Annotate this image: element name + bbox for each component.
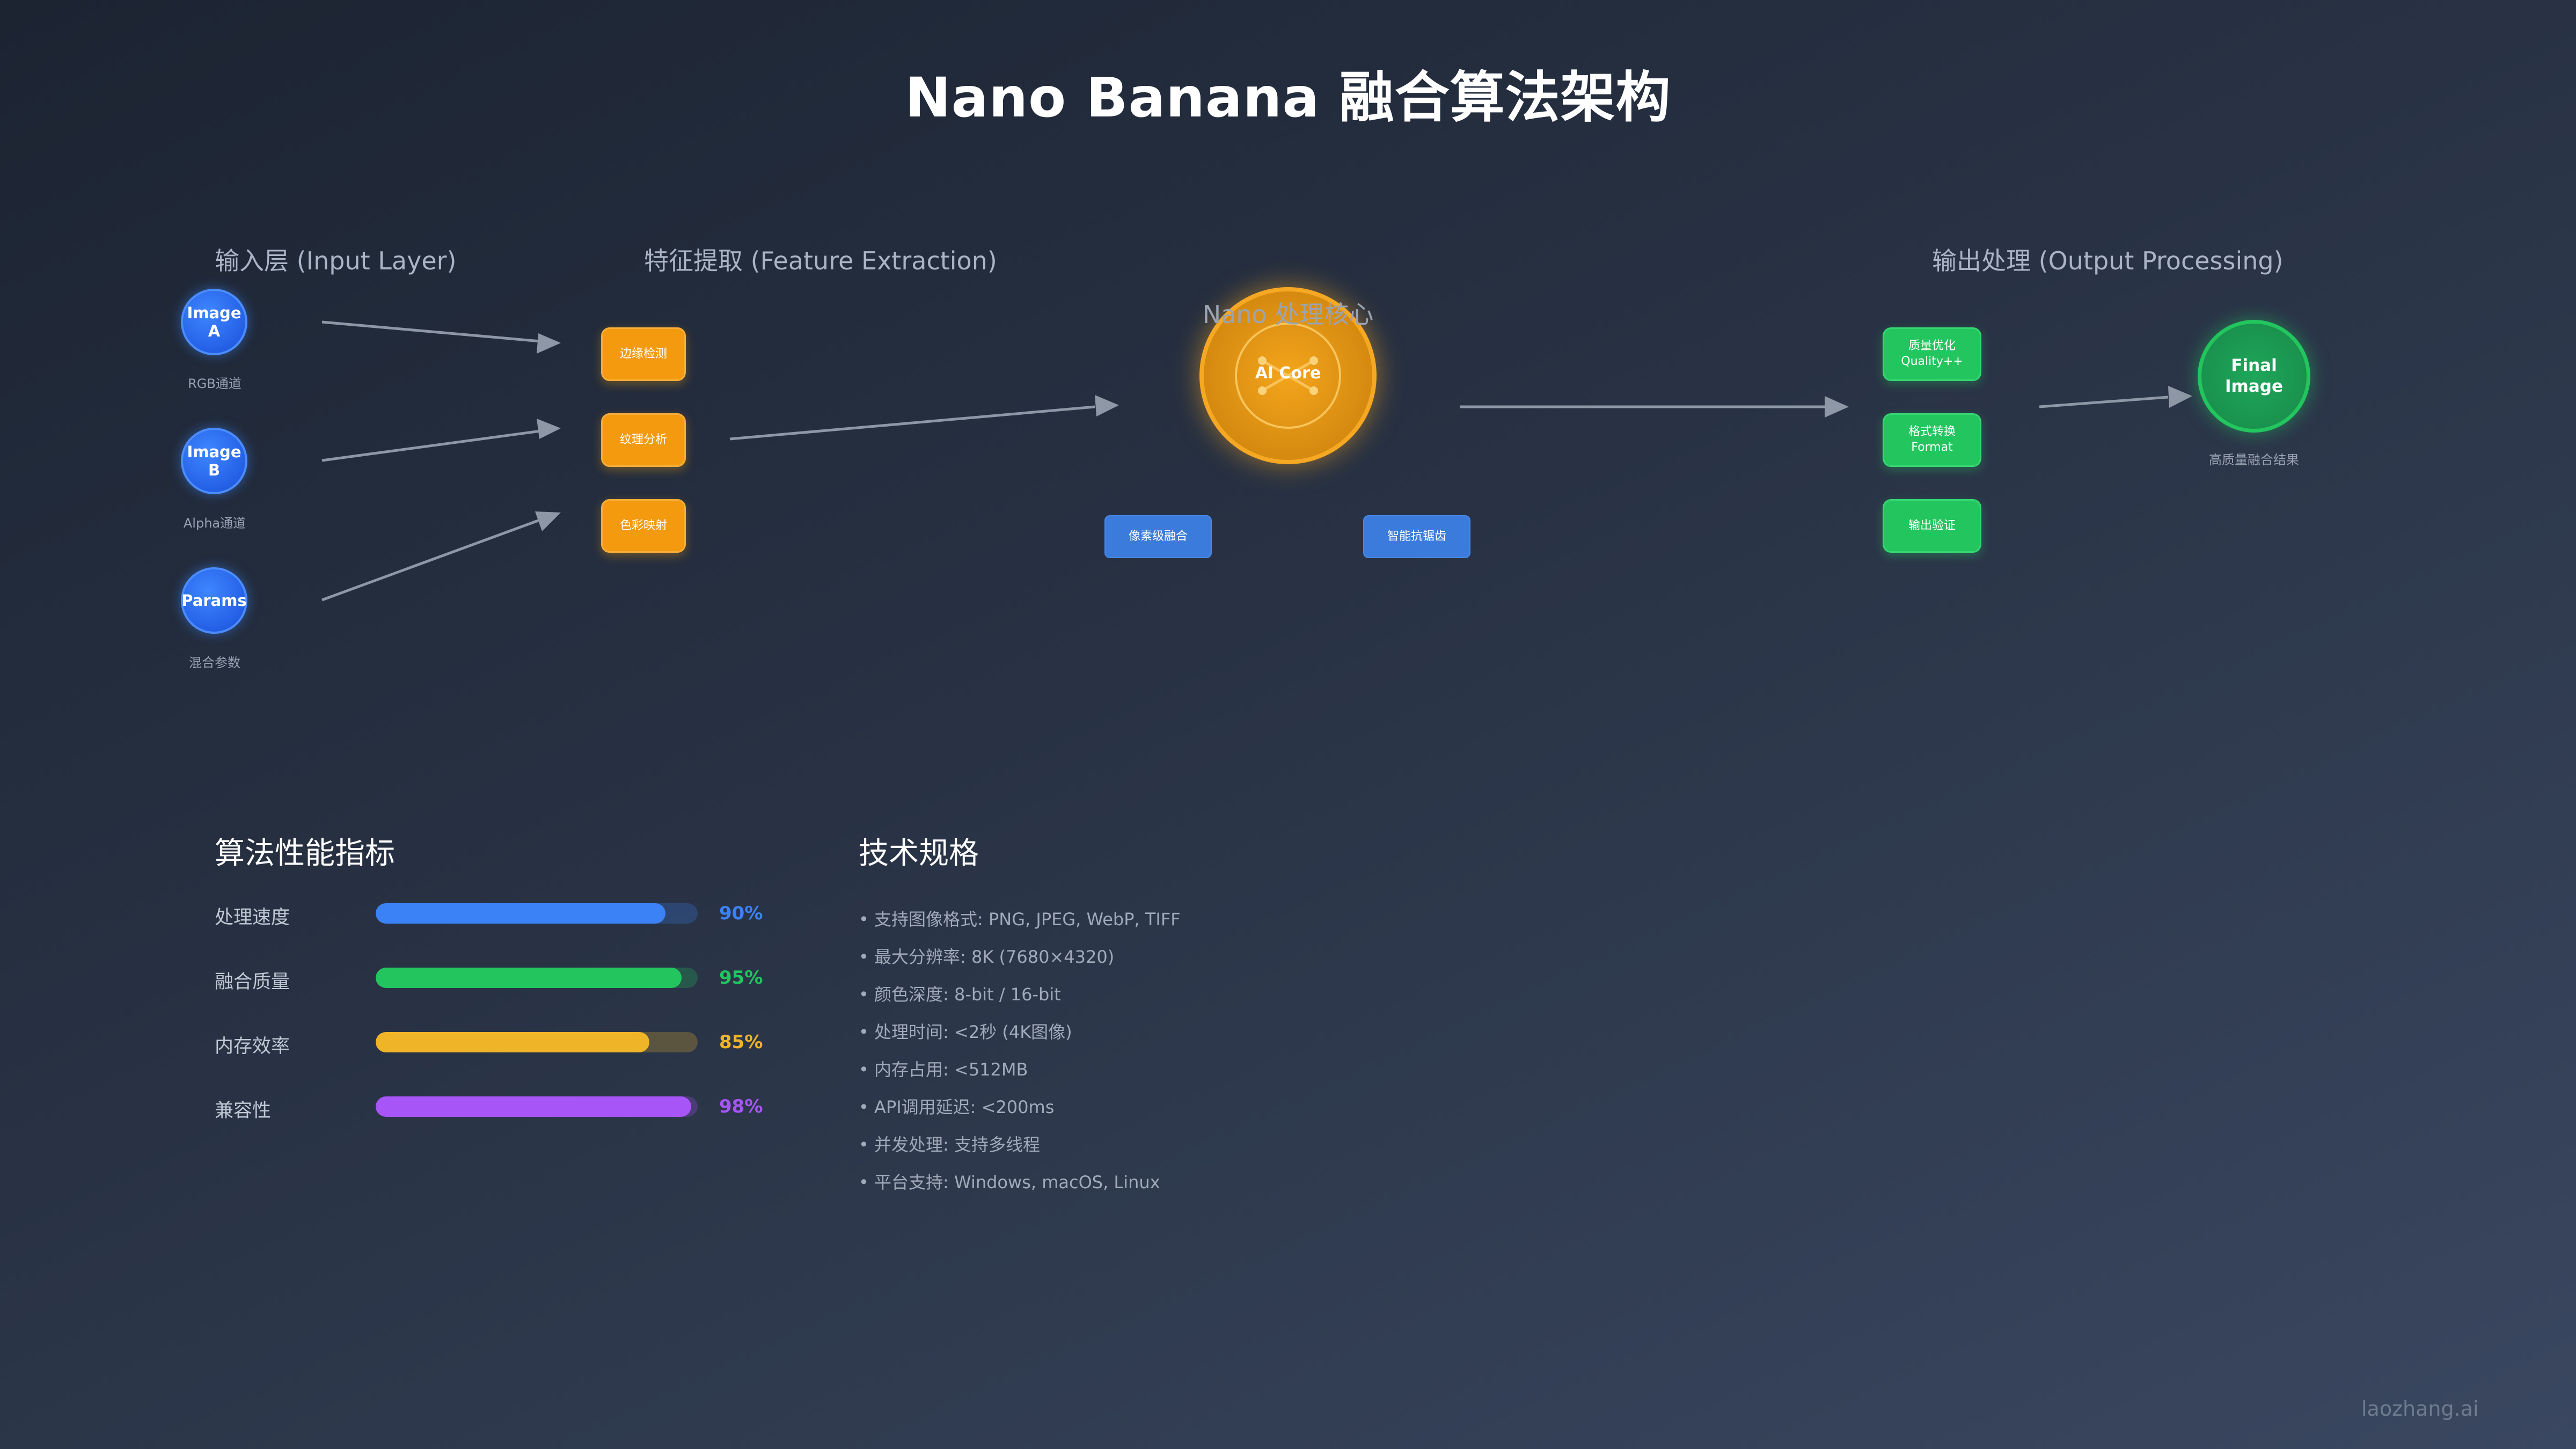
arrow-features-to-core: [729, 405, 1095, 441]
watermark: laozhang.ai: [2361, 1397, 2479, 1421]
output-validation: 输出验证: [1883, 499, 1981, 553]
output-quality-line1: 质量优化: [1908, 339, 1956, 353]
ai-core: [1199, 287, 1377, 464]
feature-texture-analysis-label: 纹理分析: [619, 433, 667, 447]
output-format-line2: Format: [1911, 441, 1953, 454]
spec-item: • 支持图像格式: PNG, JPEG, WebP, TIFF: [859, 909, 1181, 930]
core-heading: Nano 处理核心: [1202, 300, 1374, 329]
output-validation-label: 输出验证: [1908, 518, 1956, 532]
core-pixel-fusion-label: 像素级融合: [1128, 529, 1188, 543]
metric-bar-track: [376, 1032, 698, 1052]
metric-label: 内存效率: [215, 1036, 290, 1057]
feature-texture-analysis: 纹理分析: [601, 413, 686, 467]
input-params-label: Params: [181, 591, 247, 610]
final-image-line2: Image: [2225, 377, 2283, 396]
spec-item: • 平台支持: Windows, macOS, Linux: [859, 1172, 1160, 1192]
metric-bar-track: [376, 1096, 698, 1117]
metric-bar-fill: [376, 968, 682, 988]
metric-percent: 90%: [719, 903, 763, 924]
metric-bar-track: [376, 968, 698, 988]
input-image-a-label: Image A: [187, 304, 241, 340]
feature-edge-detection: 边缘检测: [601, 327, 686, 381]
input-image-a: Image A: [181, 289, 247, 355]
flow-arrows: [321, 320, 2192, 602]
arrow-params: [321, 514, 553, 602]
output-quality-optimization: 质量优化 Quality++: [1883, 327, 1981, 381]
metric-percent: 85%: [719, 1031, 763, 1053]
metric-label: 兼容性: [215, 1100, 272, 1122]
spec-item: • 处理时间: <2秒 (4K图像): [859, 1022, 1072, 1042]
ai-core-label: AI Core: [1255, 364, 1321, 383]
output-format-line1: 格式转换: [1908, 425, 1956, 439]
output-processing-heading: 输出处理 (Output Processing): [1932, 246, 2284, 275]
feature-color-mapping-label: 色彩映射: [619, 518, 667, 532]
output-format-conversion: 格式转换 Format: [1883, 413, 1981, 467]
core-antialiasing-label: 智能抗锯齿: [1387, 529, 1446, 543]
final-image-caption: 高质量融合结果: [2209, 452, 2299, 467]
metric-percent: 98%: [719, 1096, 763, 1117]
input-image-b: Image B: [181, 428, 247, 494]
spec-item: • 最大分辨率: 8K (7680×4320): [859, 947, 1115, 967]
output-quality-line2: Quality++: [1901, 355, 1963, 368]
metrics-title: 算法性能指标: [215, 836, 395, 871]
input-image-a-caption: RGB通道: [188, 376, 241, 391]
feature-color-mapping: 色彩映射: [601, 499, 686, 553]
input-image-b-label: Image B: [187, 443, 241, 479]
input-layer-heading: 输入层 (Input Layer): [215, 246, 457, 275]
metric-bar-fill: [376, 903, 665, 924]
feature-extraction-heading: 特征提取 (Feature Extraction): [644, 246, 997, 275]
metric-bar-fill: [376, 1096, 691, 1117]
arrow-output-to-final: [2039, 396, 2169, 408]
metric-label: 融合质量: [215, 971, 290, 993]
input-params: Params: [181, 567, 247, 634]
arrow-image-a: [321, 320, 553, 344]
spec-item: • 颜色深度: 8-bit / 16-bit: [859, 984, 1061, 1005]
ai-core-network-icon: [1235, 323, 1341, 429]
spec-item: • 并发处理: 支持多线程: [859, 1135, 1041, 1155]
specs-title: 技术规格: [859, 836, 979, 871]
final-image-line1: Final: [2231, 356, 2277, 376]
metric-percent: 95%: [719, 967, 763, 989]
metric-bar-track: [376, 903, 698, 924]
metric-label: 处理速度: [215, 907, 290, 928]
spec-item: • API调用延迟: <200ms: [859, 1097, 1055, 1117]
arrow-image-b: [321, 428, 553, 462]
spec-item: • 内存占用: <512MB: [859, 1059, 1028, 1080]
input-params-caption: 混合参数: [189, 655, 240, 670]
core-antialiasing: 智能抗锯齿: [1363, 515, 1470, 558]
metric-bar-fill: [376, 1032, 649, 1052]
final-image-node: Final Image: [2198, 320, 2310, 433]
feature-edge-detection-label: 边缘检测: [619, 347, 667, 361]
core-pixel-fusion: 像素级融合: [1104, 515, 1212, 558]
input-image-b-caption: Alpha通道: [183, 516, 246, 531]
page-title: Nano Banana 融合算法架构: [905, 66, 1671, 130]
